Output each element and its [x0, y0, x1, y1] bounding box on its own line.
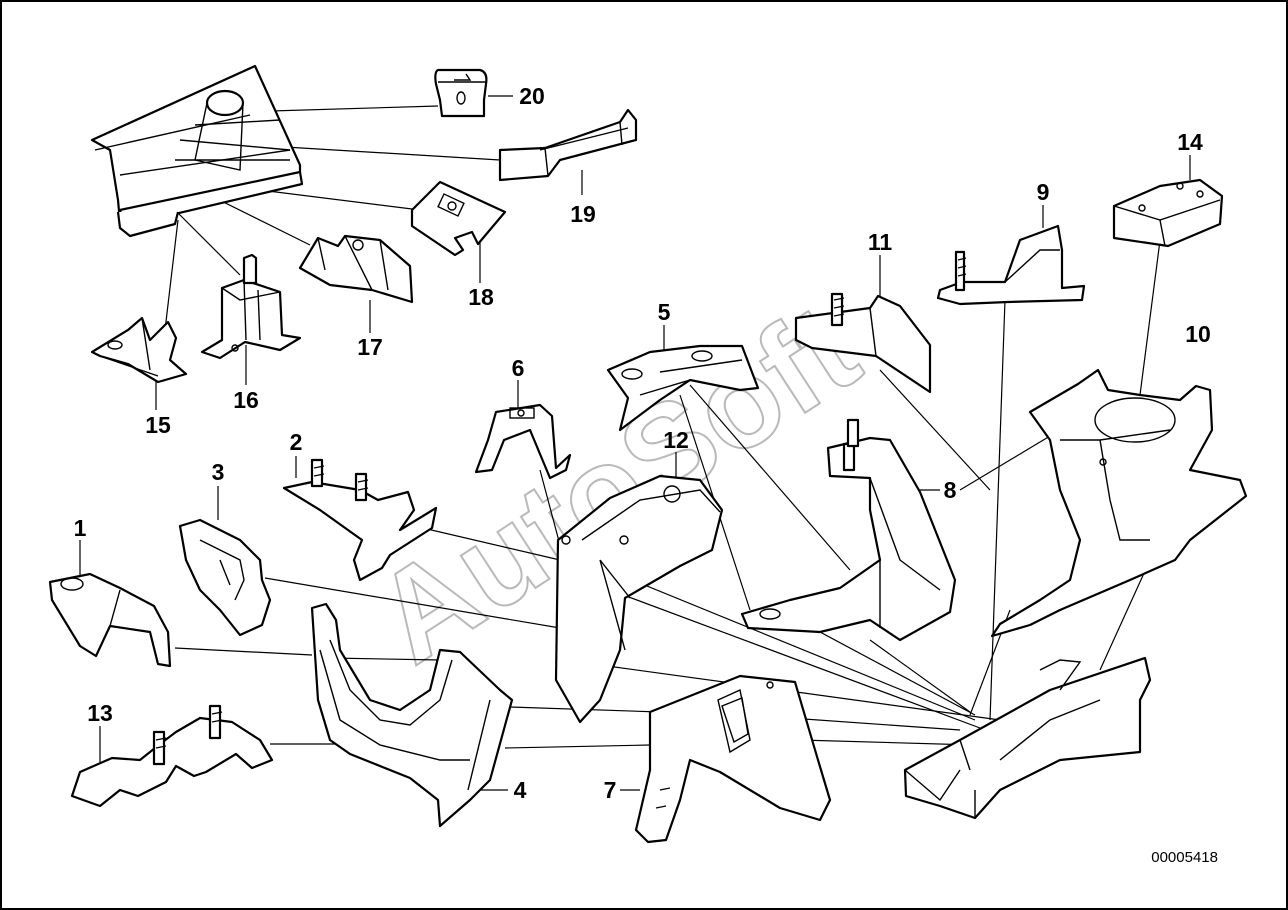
part-1-bracket [48, 572, 172, 668]
part-10-strut-tower [990, 368, 1248, 638]
part-6-bracket [474, 403, 572, 480]
part-9-bracket [936, 224, 1086, 306]
part-5-bracket [606, 344, 760, 432]
part-3-bracket [178, 518, 272, 637]
part-4-panel [310, 602, 514, 828]
callout-11: 11 [868, 229, 893, 255]
callout-1: 1 [74, 515, 87, 541]
front-structure [903, 656, 1152, 820]
callout-9: 9 [1037, 179, 1050, 205]
part-7-panel [634, 674, 832, 844]
callout-labels: 1 2 3 4 5 6 7 8 9 10 11 12 13 14 15 16 1… [74, 83, 1211, 803]
part-13-bracket [70, 704, 274, 808]
part-16-mount [200, 253, 302, 360]
part-18-plate [410, 180, 507, 257]
part-17-bracket [298, 234, 414, 304]
part-14-pad [1112, 178, 1224, 248]
callout-2: 2 [290, 429, 303, 455]
callout-15: 15 [145, 412, 171, 438]
part-11-bracket [794, 292, 932, 394]
callout-12: 12 [663, 427, 689, 453]
part-8-bracket [740, 418, 957, 642]
part-12-panel [554, 474, 724, 724]
callout-19: 19 [570, 201, 596, 227]
part-15-bracket [90, 316, 188, 384]
callout-14: 14 [1177, 129, 1203, 155]
part-20-clip [434, 68, 488, 118]
part-19-bracket [498, 108, 638, 182]
top-left-assembly [90, 64, 304, 238]
callout-10: 10 [1185, 321, 1211, 347]
callout-17: 17 [357, 334, 383, 360]
callout-6: 6 [512, 355, 525, 381]
callout-13: 13 [87, 700, 113, 726]
callout-3: 3 [212, 459, 225, 485]
callout-18: 18 [468, 284, 494, 310]
image-code: 00005418 [1151, 849, 1218, 866]
callout-4: 4 [514, 777, 527, 803]
part-2-bracket [282, 458, 438, 582]
callout-20: 20 [519, 83, 545, 109]
callout-8: 8 [944, 477, 957, 503]
callout-5: 5 [658, 299, 671, 325]
callout-7: 7 [604, 777, 617, 803]
callout-16: 16 [233, 387, 259, 413]
